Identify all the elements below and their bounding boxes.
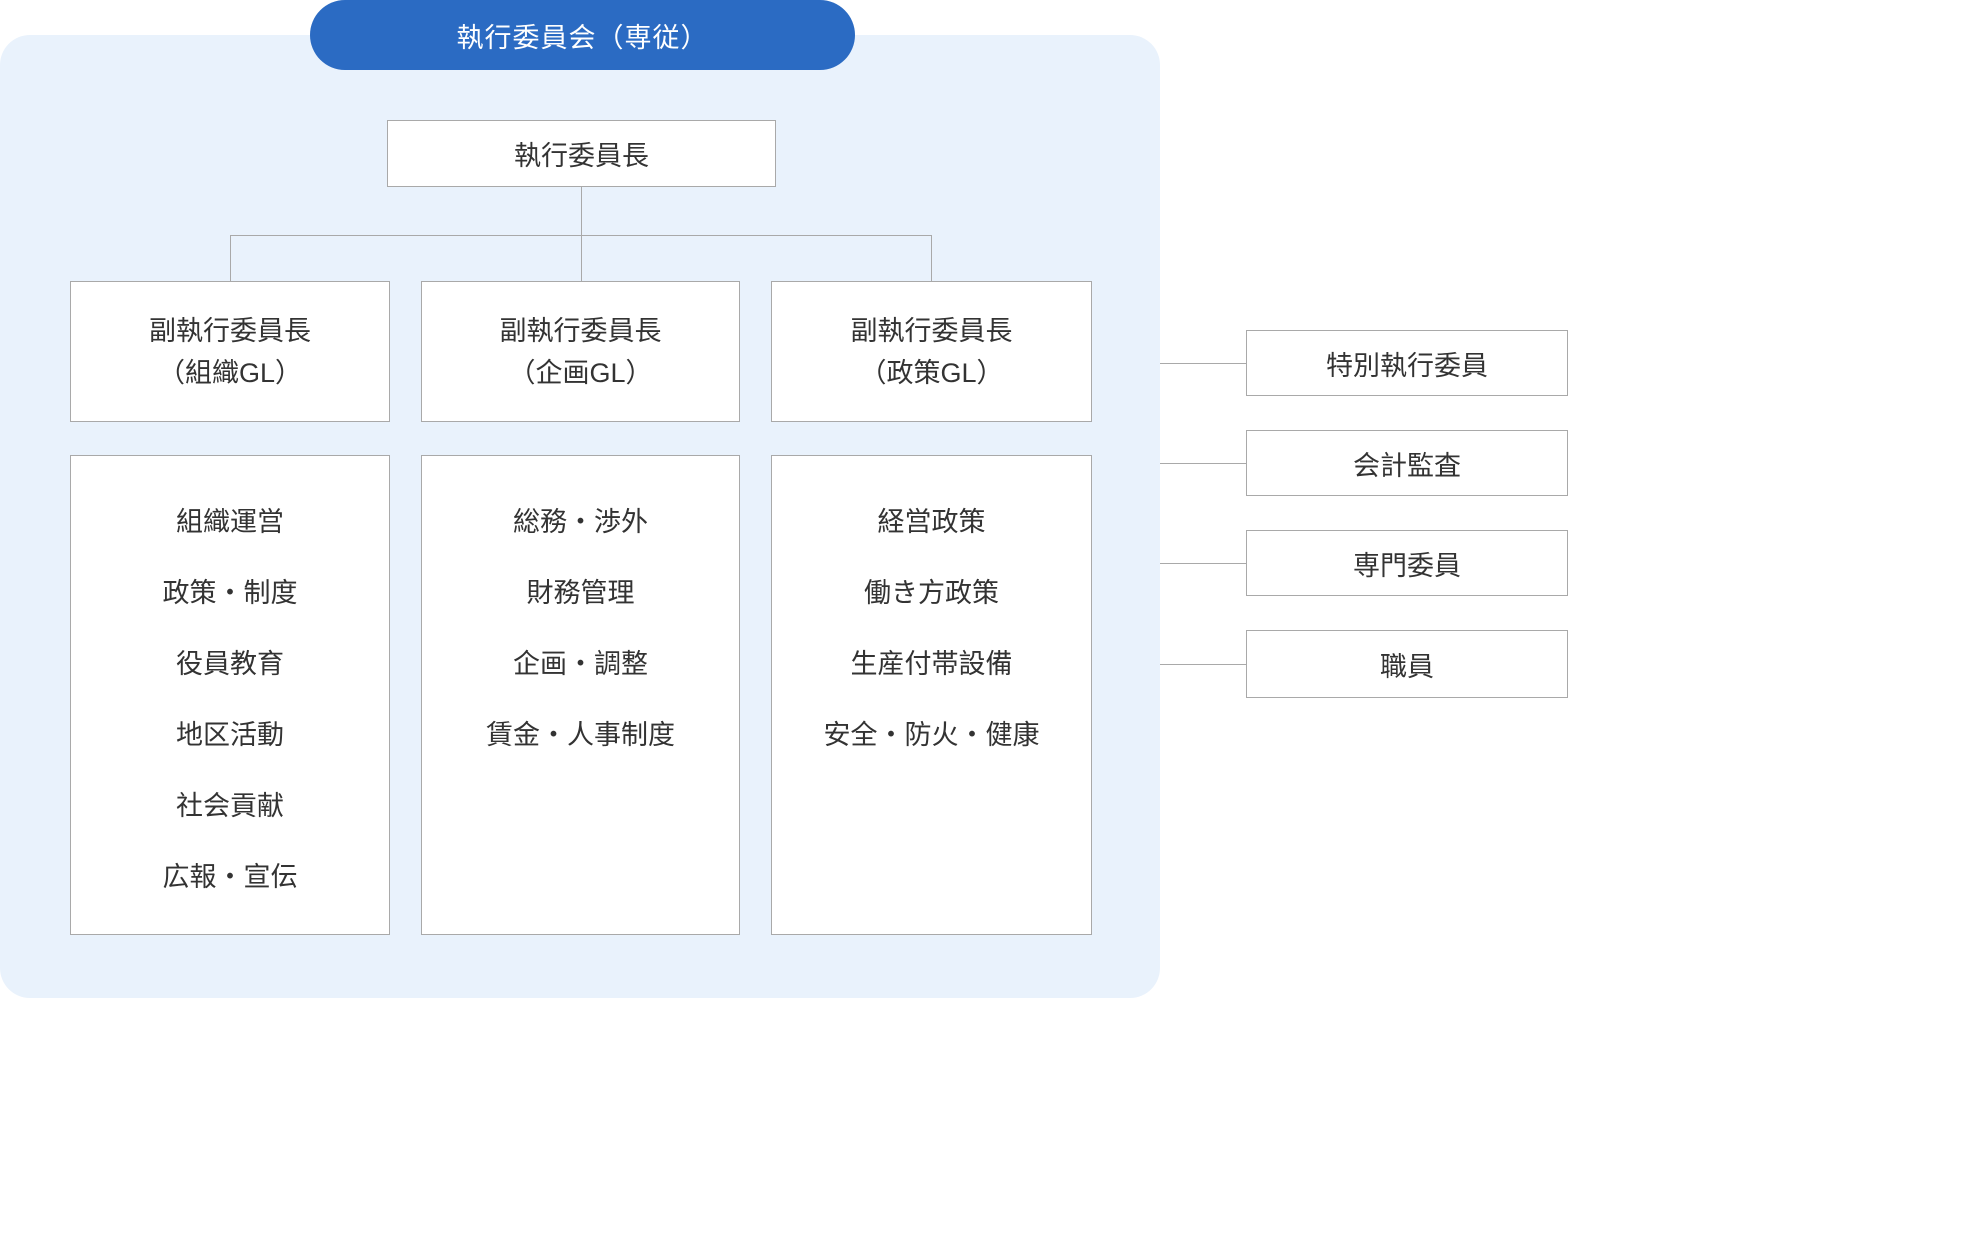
side-box-staff: 職員 [1246,630,1568,698]
side-box-special-executive: 特別執行委員 [1246,330,1568,396]
connector-side-1 [1160,463,1246,464]
executive-committee-badge-label: 執行委員会（専従） [456,22,709,53]
connector-branch-2-stub [581,235,582,281]
branch-1-item: 地区活動 [176,720,284,750]
connector-branch-1-stub [230,235,231,281]
branch-3-title-line1: 副執行委員長 [850,315,1013,346]
branch-1-item: 社会貢献 [176,791,284,821]
branch-2-title-line2: （企画GL） [508,357,653,388]
branch-3-item: 生産付帯設備 [850,649,1013,679]
connector-side-0 [1160,363,1246,364]
branch-1-items-box: 組織運営 政策・制度 役員教育 地区活動 社会貢献 広報・宣伝 [70,455,390,935]
branch-3-items-box: 経営政策 働き方政策 生産付帯設備 安全・防火・健康 [771,455,1092,935]
branch-3-item: 経営政策 [877,507,986,537]
connector-side-3 [1160,664,1246,665]
side-box-accounting-audit: 会計監査 [1246,430,1568,496]
branch-3-item: 安全・防火・健康 [823,720,1040,750]
executive-committee-badge: 執行委員会（専従） [310,0,855,70]
branch-3-item: 働き方政策 [864,578,999,608]
branch-1-title-line2: （組織GL） [157,357,303,388]
connector-side-2 [1160,563,1246,564]
chairman-label: 執行委員長 [514,141,649,171]
branch-1-item: 政策・制度 [162,578,298,608]
side-box-label: 会計監査 [1353,450,1461,481]
branch-1-title-box: 副執行委員長 （組織GL） [70,281,390,422]
branch-3-title-line2: （政策GL） [859,357,1004,388]
side-box-label: 特別執行委員 [1326,350,1488,381]
branch-2-item: 企画・調整 [513,649,648,679]
branch-1-item: 役員教育 [176,649,284,679]
branch-2-item: 総務・渉外 [513,507,648,537]
branch-2-item: 財務管理 [526,578,635,608]
connector-branch-3-stub [931,235,932,281]
connector-branch-bar [230,235,931,236]
branch-3-title-box: 副執行委員長 （政策GL） [771,281,1092,422]
side-box-label: 専門委員 [1353,550,1461,581]
branch-1-title-line1: 副執行委員長 [149,315,311,346]
connector-chairman-down [581,187,582,235]
branch-2-items-box: 総務・渉外 財務管理 企画・調整 賃金・人事制度 [421,455,740,935]
branch-1-item: 組織運営 [176,507,284,537]
branch-1-item: 広報・宣伝 [162,862,298,892]
chairman-box: 執行委員長 [387,120,776,187]
branch-2-title-line1: 副執行委員長 [499,315,662,346]
side-box-specialist: 専門委員 [1246,530,1568,596]
side-box-label: 職員 [1380,651,1434,682]
branch-2-title-box: 副執行委員長 （企画GL） [421,281,740,422]
branch-2-item: 賃金・人事制度 [486,720,675,750]
